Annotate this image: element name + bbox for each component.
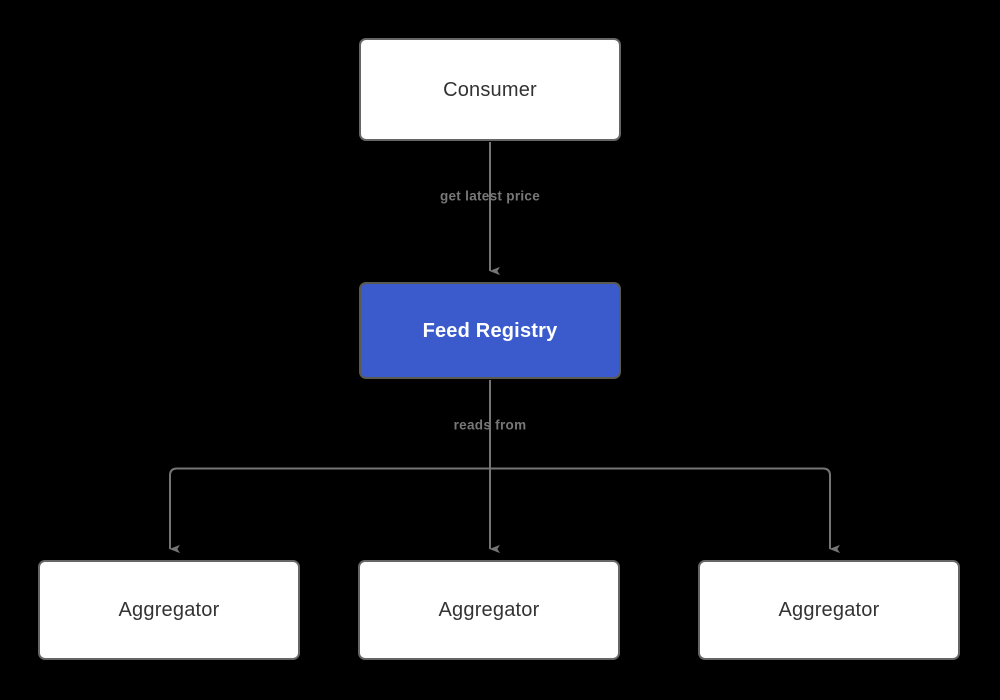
node-aggregator-1-label: Aggregator [118, 599, 220, 621]
node-aggregator-2[interactable]: Aggregator [358, 560, 620, 660]
edge-registry-to-aggregator-3 [490, 467, 840, 554]
node-aggregator-2-label: Aggregator [438, 599, 540, 621]
node-aggregator-3-label: Aggregator [778, 599, 880, 621]
node-feed-registry-label: Feed Registry [422, 319, 558, 342]
node-aggregator-3[interactable]: Aggregator [698, 560, 960, 660]
node-consumer[interactable]: Consumer [359, 38, 621, 141]
node-feed-registry[interactable]: Feed Registry [359, 282, 621, 379]
node-aggregator-1[interactable]: Aggregator [38, 560, 300, 660]
edge-registry-to-aggregator-1 [169, 467, 490, 554]
node-consumer-label: Consumer [443, 78, 537, 101]
